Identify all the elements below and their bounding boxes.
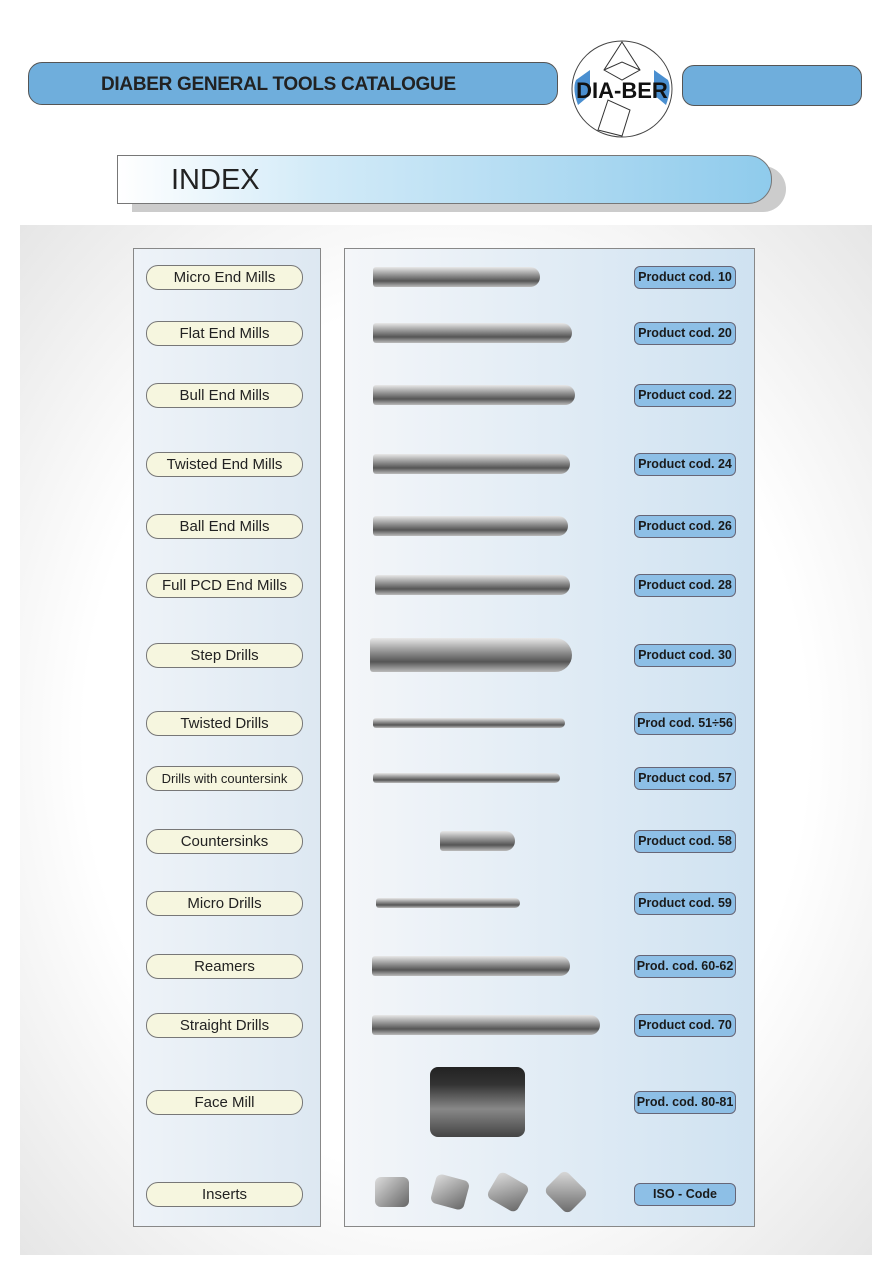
tool-image	[372, 1015, 600, 1035]
index-item-inserts[interactable]: Inserts	[146, 1182, 303, 1207]
index-item-reamers[interactable]: Reamers	[146, 954, 303, 979]
tool-image	[373, 267, 540, 287]
index-banner: INDEX	[117, 155, 772, 204]
index-item-full-pcd-end-mills[interactable]: Full PCD End Mills	[146, 573, 303, 598]
header-bar-right	[682, 65, 862, 106]
index-item-ball-end-mills[interactable]: Ball End Mills	[146, 514, 303, 539]
product-code-badge[interactable]: Product cod. 28	[634, 574, 736, 597]
index-item-drills-with-countersink[interactable]: Drills with countersink	[146, 766, 303, 791]
tool-image	[373, 718, 565, 728]
diaber-logo: DIA-BER	[571, 40, 673, 138]
tool-image	[375, 1169, 589, 1215]
tool-image	[373, 385, 575, 405]
product-code-badge[interactable]: Product cod. 20	[634, 322, 736, 345]
product-code-badge[interactable]: Product cod. 30	[634, 644, 736, 667]
tool-image	[376, 898, 520, 908]
logo-text: DIA-BER	[576, 78, 668, 103]
product-code-badge[interactable]: Prod. cod. 60-62	[634, 955, 736, 978]
index-item-flat-end-mills[interactable]: Flat End Mills	[146, 321, 303, 346]
product-code-badge[interactable]: Product cod. 24	[634, 453, 736, 476]
index-item-micro-drills[interactable]: Micro Drills	[146, 891, 303, 916]
index-item-face-mill[interactable]: Face Mill	[146, 1090, 303, 1115]
products-panel	[344, 248, 755, 1227]
tool-image	[373, 773, 560, 783]
tool-image	[430, 1067, 525, 1137]
index-item-micro-end-mills[interactable]: Micro End Mills	[146, 265, 303, 290]
tool-image	[372, 956, 570, 976]
catalogue-title: DIABER GENERAL TOOLS CATALOGUE	[101, 74, 456, 95]
product-code-badge[interactable]: Product cod. 70	[634, 1014, 736, 1037]
tool-image	[375, 575, 570, 595]
product-code-badge[interactable]: Product cod. 59	[634, 892, 736, 915]
product-code-badge[interactable]: Product cod. 22	[634, 384, 736, 407]
index-item-twisted-drills[interactable]: Twisted Drills	[146, 711, 303, 736]
tool-image	[373, 323, 572, 343]
index-item-bull-end-mills[interactable]: Bull End Mills	[146, 383, 303, 408]
catalogue-header-bar: DIABER GENERAL TOOLS CATALOGUE	[28, 62, 558, 105]
index-item-step-drills[interactable]: Step Drills	[146, 643, 303, 668]
product-code-badge[interactable]: Product cod. 26	[634, 515, 736, 538]
tool-image	[373, 516, 568, 536]
product-code-badge[interactable]: Prod cod. 51÷56	[634, 712, 736, 735]
tool-image	[373, 454, 570, 474]
tool-image	[440, 831, 515, 851]
product-code-badge[interactable]: Product cod. 10	[634, 266, 736, 289]
product-code-badge[interactable]: Product cod. 57	[634, 767, 736, 790]
index-item-straight-drills[interactable]: Straight Drills	[146, 1013, 303, 1038]
labels-panel	[133, 248, 321, 1227]
index-item-countersinks[interactable]: Countersinks	[146, 829, 303, 854]
product-code-badge[interactable]: Prod. cod. 80-81	[634, 1091, 736, 1114]
index-title: INDEX	[171, 164, 260, 196]
index-item-twisted-end-mills[interactable]: Twisted End Mills	[146, 452, 303, 477]
product-code-badge[interactable]: Product cod. 58	[634, 830, 736, 853]
insert-shape	[375, 1177, 409, 1207]
tool-image	[370, 638, 572, 672]
product-code-badge[interactable]: ISO - Code	[634, 1183, 736, 1206]
